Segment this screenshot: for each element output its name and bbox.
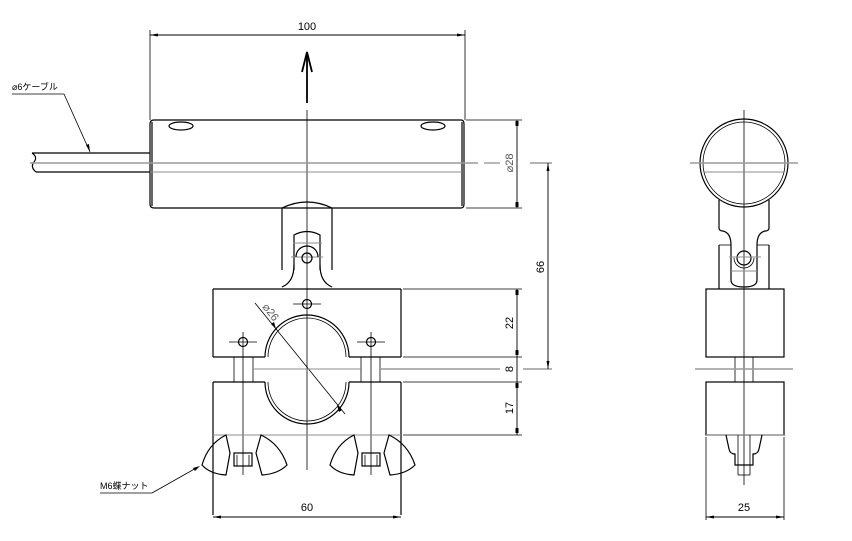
front-view: 100 ⌀6ケーブル bbox=[12, 21, 552, 519]
dim-label-17: 17 bbox=[504, 402, 516, 414]
dimension-block-heights: 22 8 17 bbox=[403, 288, 522, 436]
wing-nut-right bbox=[329, 434, 416, 476]
lower-clamp-block bbox=[212, 381, 402, 515]
dim-label-bore-diameter: ⌀26 bbox=[260, 301, 281, 323]
dim-label-pipe-diameter: ⌀28 bbox=[504, 154, 516, 173]
wing-nut-left bbox=[201, 434, 288, 476]
dim-label-60: 60 bbox=[301, 502, 313, 514]
pipe-body bbox=[149, 119, 465, 209]
clamp-bore: ⌀26 bbox=[254, 301, 350, 425]
dim-label-66: 66 bbox=[535, 261, 547, 273]
callout-wing-nut: M6蝶ナット bbox=[100, 480, 149, 491]
dimension-clamp-width: 60 bbox=[213, 502, 401, 519]
cable bbox=[31, 152, 150, 173]
dim-label-100: 100 bbox=[298, 21, 316, 33]
callout-wing-nut-label: M6蝶ナット bbox=[100, 480, 149, 491]
dim-label-22: 22 bbox=[504, 317, 516, 329]
hinge-bracket bbox=[281, 201, 333, 288]
dimension-overall-length: 100 bbox=[149, 21, 466, 120]
dimension-center-height: 66 bbox=[535, 163, 550, 369]
callout-cable: ⌀6ケーブル bbox=[12, 81, 91, 153]
dim-label-8: 8 bbox=[504, 366, 516, 372]
dimension-side-width: 25 bbox=[705, 437, 785, 520]
callout-cable-label: ⌀6ケーブル bbox=[12, 81, 58, 92]
side-view: 25 bbox=[690, 110, 798, 520]
dimension-pipe-diameter: ⌀28 bbox=[466, 119, 522, 209]
direction-arrow-icon bbox=[301, 51, 313, 103]
dim-label-25: 25 bbox=[738, 502, 750, 514]
clamp-bolts bbox=[233, 332, 381, 475]
